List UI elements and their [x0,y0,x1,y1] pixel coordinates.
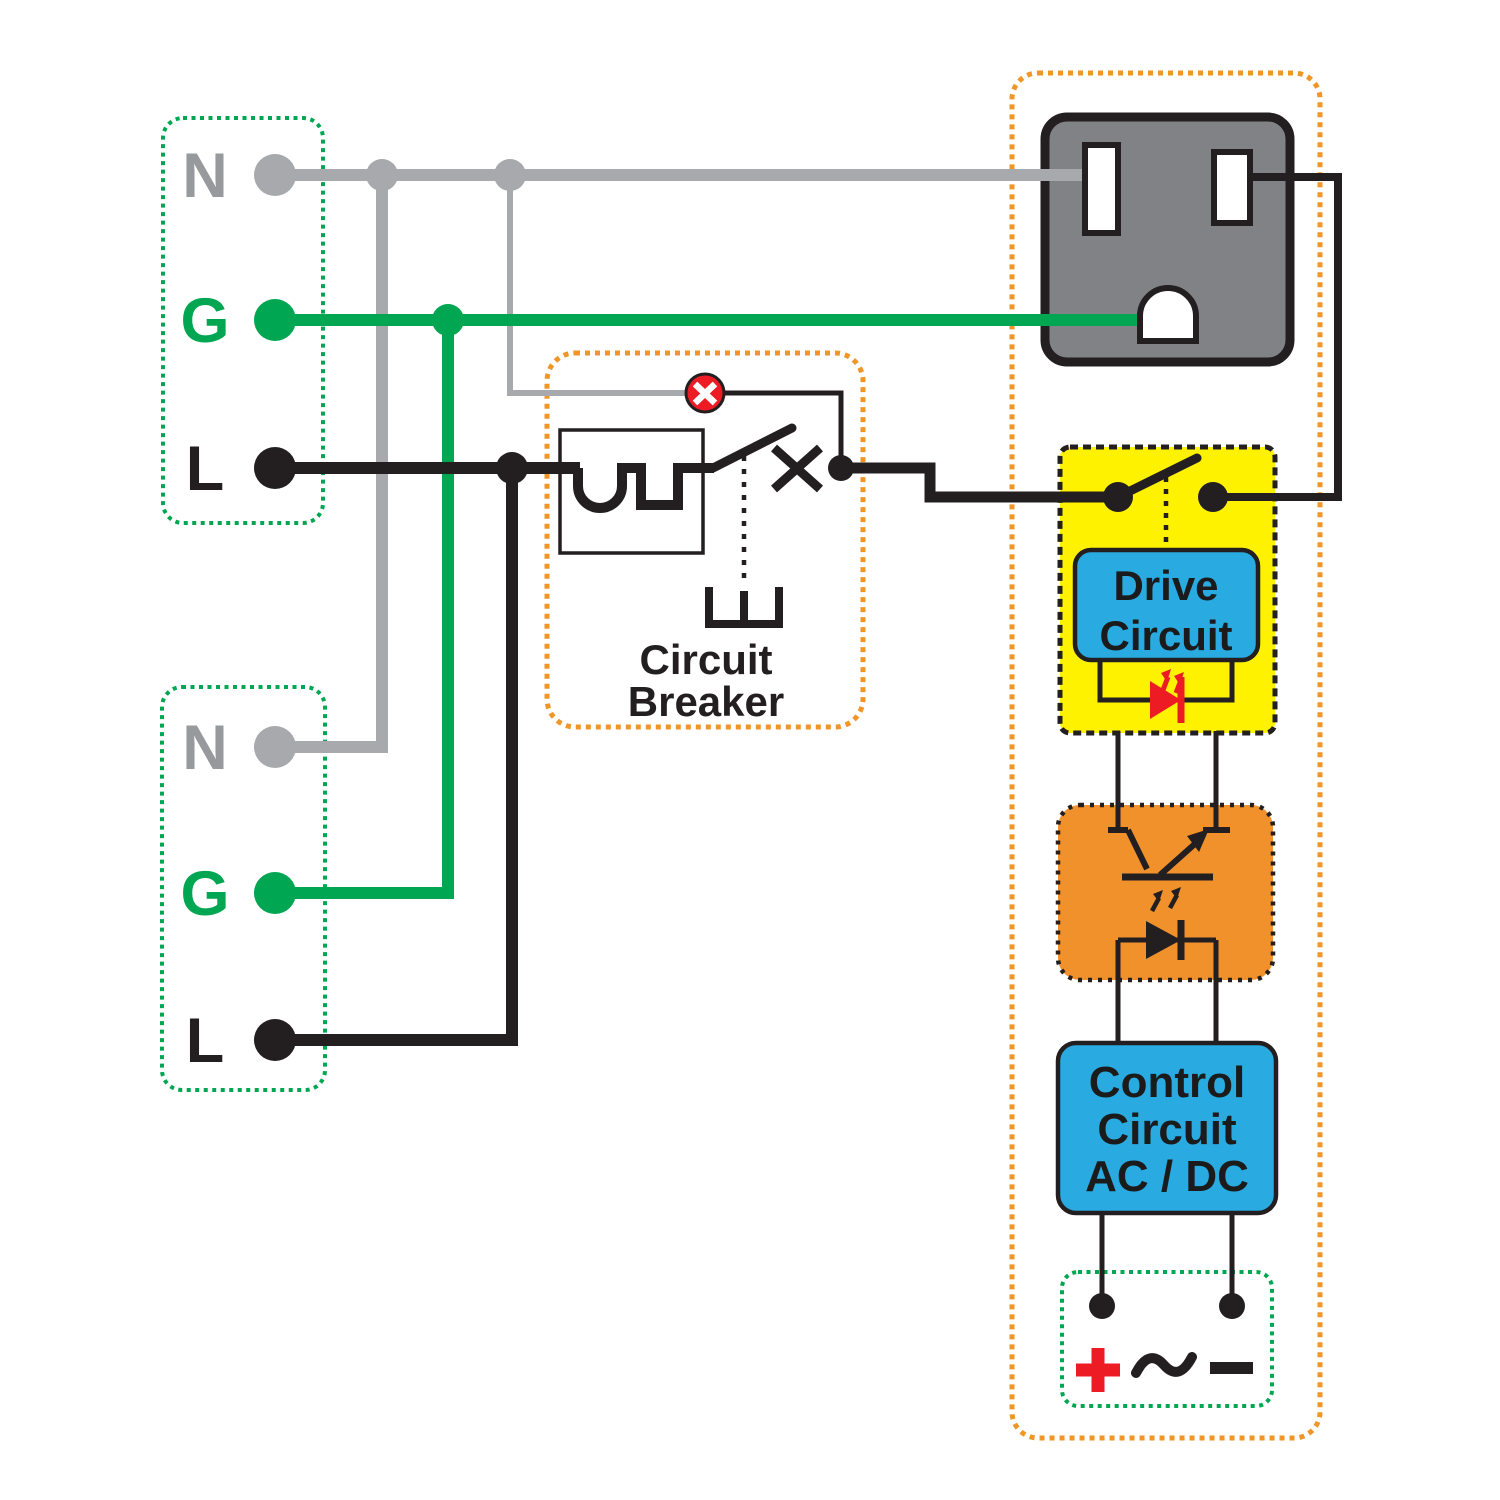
dc-output-terminal-box [1060,1270,1274,1408]
top-neutral-label: N [182,141,228,211]
bottom-ground-label: G [180,859,229,929]
dc-output-terminal-dot-left [1089,1293,1115,1319]
control-circuit-block: Control Circuit AC / DC [1055,1040,1279,1216]
control-circuit-label-line2: Circuit [1097,1105,1237,1154]
relay-switch [1103,453,1228,546]
breaker-switch-arm [708,423,797,473]
breaker-trip-latch-icon [705,587,783,628]
ac-wave-icon [1131,1352,1197,1378]
smart-device-outline-box [1009,70,1323,1441]
top-ground-terminal-dot [254,299,296,341]
breaker-output-junction-dot [828,455,854,481]
plus-symbol-icon [1076,1348,1120,1392]
relay-contact-dot-right [1198,482,1228,512]
control-circuit-box [1055,1040,1279,1216]
opto-light-arrows-icon [1150,887,1181,913]
bottom-neutral-terminal-dot [254,726,296,768]
circuit-breaker-symbols [684,372,823,628]
relay-contact-dot-left [1103,482,1133,512]
live-wires [275,173,1342,1046]
ground-wires [275,314,1146,899]
live-wire-bottom-branch [275,468,518,1046]
optocoupler-box [1055,802,1276,983]
bottom-live-terminal-dot [254,1019,296,1061]
neutral-wires [275,169,1098,753]
optocoupler-symbols [1108,827,1230,960]
outlet-ground-hole [1137,285,1199,344]
control-circuit-label-line3: AC / DC [1085,1152,1249,1201]
drive-led-loop-left [1097,658,1152,703]
bottom-neutral-label: N [182,713,228,783]
connection-dots [254,154,1245,1319]
circuit-breaker-label: Circuit Breaker [628,636,784,725]
circuit-breaker-label-line1: Circuit [639,636,772,683]
top-live-terminal-dot [254,447,296,489]
bottom-input-terminal-box [160,685,327,1092]
neutral-junction-dot-2 [494,159,526,191]
drive-circuit-label-line2: Circuit [1099,612,1232,659]
bottom-ground-terminal-dot [254,872,296,914]
outlet-slots [1082,142,1253,344]
ground-junction-dot [432,304,464,336]
top-ground-label: G [180,286,229,356]
drive-circuit-label-line1: Drive [1113,562,1218,609]
neutral-wire-indicator-branch [507,175,688,396]
circuit-breaker-outline-box [544,350,866,730]
breaker-thermal-element [573,463,714,513]
drive-circuit-box [1072,547,1261,663]
bottom-live-label: L [186,1006,224,1076]
opto-phototransistor-icon [1108,827,1230,881]
dashed-frames [160,70,1323,1441]
ground-wire-bottom-branch [275,320,454,899]
neutral-junction-dot-1 [366,159,398,191]
top-live-label: L [186,434,224,504]
control-circuit-label-line1: Control [1089,1058,1245,1107]
dc-output-symbols [1076,1348,1253,1392]
opto-led-diode-icon [1146,920,1185,960]
drive-led-icon [1150,669,1185,723]
indicator-lamp-wire [723,390,844,460]
indicator-lamp-icon [684,372,726,414]
drive-circuit-block: Drive Circuit [1072,547,1261,663]
breaker-contact-x-icon [771,444,823,493]
terminal-labels: N G L N G L [180,141,229,1076]
live-wire-breaker-to-relay [841,462,1106,503]
drive-led-loop-right [1179,658,1235,703]
outlet-neutral-slot [1082,142,1121,236]
control-wires [723,390,1235,1296]
dc-output-terminal-dot-right [1219,1293,1245,1319]
live-wire-relay-to-outlet [1224,173,1342,501]
top-neutral-terminal-dot [254,154,296,196]
circuit-breaker-label-line2: Breaker [628,678,784,725]
outlet-live-slot [1211,149,1253,226]
live-junction-dot [496,452,528,484]
